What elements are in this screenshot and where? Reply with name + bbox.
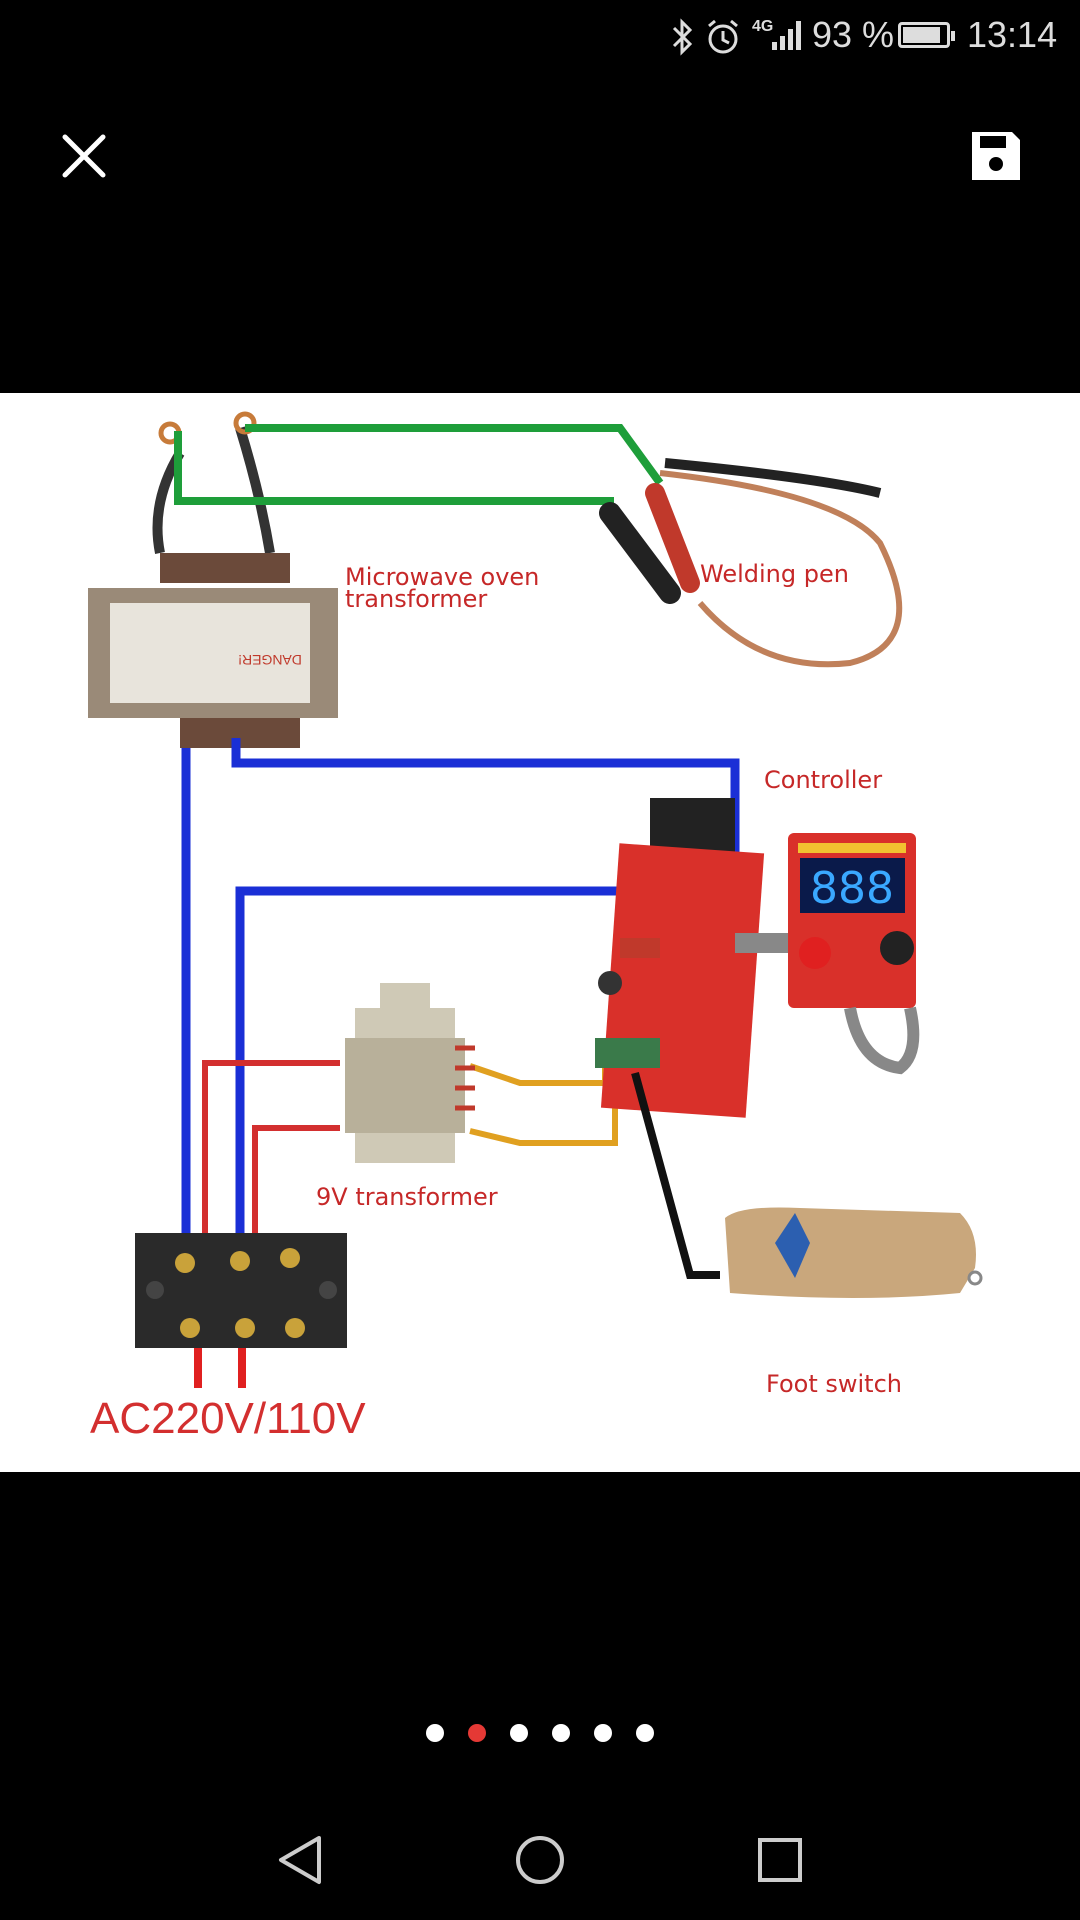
home-button[interactable] <box>490 1820 590 1900</box>
page-dot[interactable] <box>552 1724 570 1742</box>
terminal-block <box>135 1233 347 1348</box>
alarm-icon <box>708 19 738 54</box>
network-type: 4G <box>752 18 774 35</box>
save-icon <box>972 132 1020 180</box>
recents-button[interactable] <box>730 1820 830 1900</box>
battery-icon <box>898 22 955 48</box>
close-button[interactable] <box>36 108 132 204</box>
display-module: 888 <box>788 833 920 1075</box>
battery-fill <box>903 27 941 43</box>
label-nine-volt: 9V transformer <box>316 1183 498 1211</box>
label-microwave-line1: Microwave oven <box>345 563 539 591</box>
signal-icon <box>772 21 801 50</box>
label-controller: Controller <box>764 766 882 794</box>
nine-volt-transformer <box>345 983 475 1163</box>
back-button[interactable] <box>250 1820 350 1900</box>
label-mains: AC220V/110V <box>90 1394 366 1443</box>
battery-percent: 93 % <box>812 14 895 55</box>
wiring-diagram: DANGER! <box>88 411 983 1443</box>
navigation-bar <box>0 1800 1080 1920</box>
welding-pen <box>599 458 903 668</box>
back-icon <box>279 1836 321 1884</box>
foot-switch <box>725 1207 983 1298</box>
recents-icon <box>758 1838 802 1882</box>
label-foot-switch: Foot switch <box>766 1370 902 1398</box>
page-dot[interactable] <box>426 1724 444 1742</box>
home-icon <box>516 1836 564 1884</box>
page-indicator <box>0 1724 1080 1748</box>
page-dot[interactable] <box>594 1724 612 1742</box>
save-button[interactable] <box>948 108 1044 204</box>
page-dot[interactable] <box>510 1724 528 1742</box>
label-microwave-line2: transformer <box>345 585 487 613</box>
controller-board <box>595 798 790 1118</box>
bluetooth-icon <box>672 18 693 56</box>
image-viewer[interactable]: DANGER! <box>0 393 1080 1472</box>
microwave-transformer: DANGER! <box>88 411 338 748</box>
status-bar: 4G 93 % 13:14 <box>0 0 1080 72</box>
close-icon <box>62 134 106 178</box>
danger-plate: DANGER! <box>238 652 302 668</box>
page-dot-active[interactable] <box>468 1724 486 1742</box>
page-dot[interactable] <box>636 1724 654 1742</box>
label-welding-pen: Welding pen <box>700 560 849 588</box>
clock: 13:14 <box>967 14 1058 55</box>
display-digits: 888 <box>810 863 894 914</box>
